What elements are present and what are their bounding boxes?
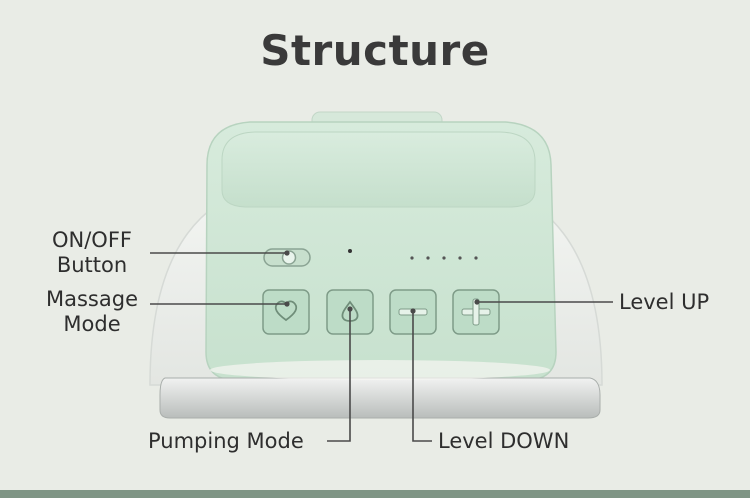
base-ring xyxy=(159,377,601,419)
callout-line-pumping xyxy=(327,309,351,442)
callout-line-level-down xyxy=(412,311,432,442)
level-up-button[interactable] xyxy=(452,289,500,335)
indicator-dot xyxy=(348,249,352,253)
label-on-off-button: ON/OFF Button xyxy=(51,228,132,277)
level-dot xyxy=(442,256,446,260)
level-dot xyxy=(474,256,478,260)
level-dot xyxy=(426,256,430,260)
level-dot xyxy=(458,256,462,260)
label-pumping-mode: Pumping Mode xyxy=(148,429,304,453)
massage-mode-button[interactable] xyxy=(262,289,310,335)
level-dot xyxy=(410,256,414,260)
plus-icon xyxy=(461,298,491,326)
label-level-up: Level UP xyxy=(619,290,710,314)
label-massage-mode: Massage Mode xyxy=(46,287,138,336)
page-title: Structure xyxy=(260,26,490,75)
bottom-divider xyxy=(0,490,750,498)
label-level-down: Level DOWN xyxy=(438,429,570,453)
